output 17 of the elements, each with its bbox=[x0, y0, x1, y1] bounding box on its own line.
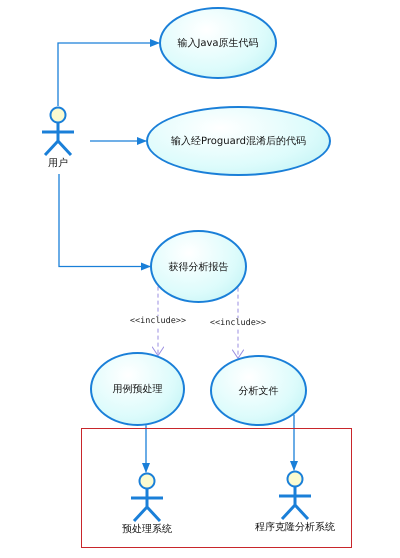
arrow bbox=[290, 414, 298, 471]
system-boundary-box bbox=[81, 428, 352, 548]
use-case-ellipse: 输入Java原生代码 bbox=[159, 7, 277, 79]
use-case-ellipse: 分析文件 bbox=[210, 355, 307, 426]
use-case-ellipse: 输入经Proguard混淆后的代码 bbox=[146, 106, 331, 176]
arrow bbox=[90, 137, 147, 145]
arrow bbox=[58, 174, 151, 270]
include-arrow bbox=[152, 286, 164, 356]
arrow bbox=[142, 425, 150, 473]
edge-label: <<include>> bbox=[128, 316, 188, 326]
use-case-ellipse: 获得分析报告 bbox=[150, 230, 247, 303]
actor-label: 程序克隆分析系统 bbox=[255, 520, 335, 534]
actor-label: 预处理系统 bbox=[122, 522, 172, 536]
use-case-ellipse: 用例预处理 bbox=[90, 352, 185, 426]
edge-label: <<include>> bbox=[208, 318, 268, 328]
arrow bbox=[57, 39, 160, 106]
actor-label: 用户 bbox=[48, 156, 68, 170]
